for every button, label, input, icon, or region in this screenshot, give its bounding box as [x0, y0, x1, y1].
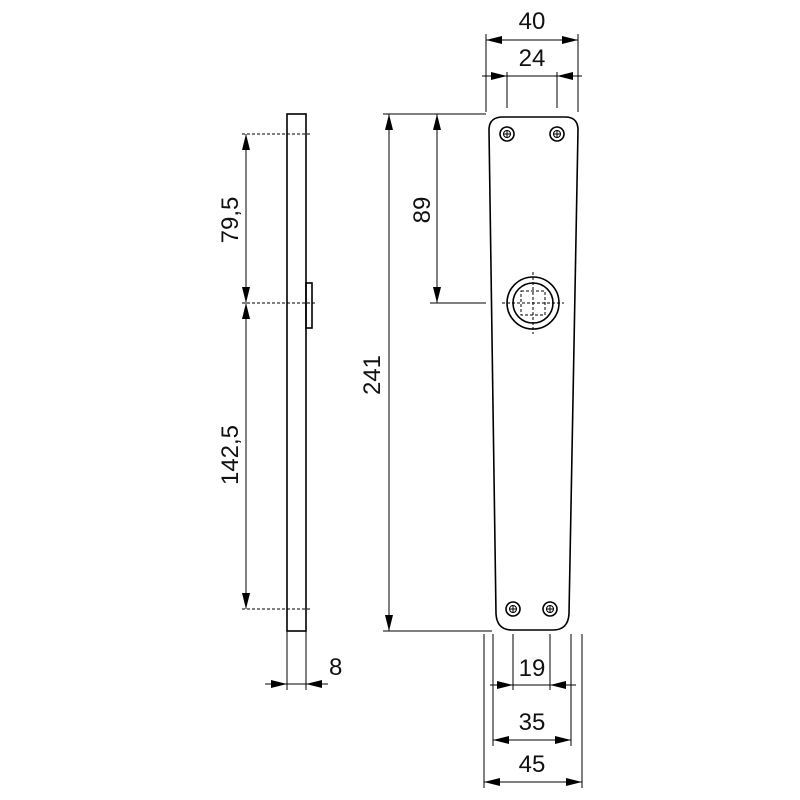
handle-rosette	[502, 272, 564, 334]
dim-35-label: 35	[519, 709, 546, 736]
dim-40-label: 40	[519, 8, 546, 35]
dim-142-5-arrow-top	[242, 303, 250, 319]
dim-241-arrow-top	[385, 114, 393, 130]
screw-hole-top-left	[499, 126, 515, 142]
dim-89-arrow-top	[433, 114, 441, 130]
dim-79-5-arrow-bottom	[242, 287, 250, 303]
dim-79-5-label: 79,5	[217, 197, 244, 244]
dim-19-arrow-left	[497, 681, 513, 689]
dim-241-arrow-bottom	[385, 615, 393, 631]
dim-24-label: 24	[519, 45, 546, 72]
dim-142-5-label: 142,5	[217, 425, 244, 485]
dim-40-arrow-left	[486, 36, 502, 44]
dim-142-5-arrow-bottom	[242, 593, 250, 609]
dim-8-arrow-left	[271, 680, 287, 688]
side-rose-protrusion	[305, 282, 313, 329]
dim-35-arrow-right	[555, 736, 571, 744]
dim-24-arrow-left	[491, 72, 507, 80]
dim-19-arrow-right	[550, 681, 566, 689]
dim-40-arrow-right	[562, 36, 578, 44]
front-plate-outline	[488, 116, 579, 631]
dim-241-label: 241	[359, 355, 386, 395]
dim-79-5-arrow-top	[242, 134, 250, 150]
dim-35-arrow-left	[493, 736, 509, 744]
screw-hole-top-right	[549, 126, 565, 142]
dim-45-arrow-right	[566, 778, 582, 786]
dim-19-label: 19	[519, 655, 546, 682]
screw-hole-bottom-left	[505, 601, 521, 617]
screw-hole-bottom-right	[542, 601, 558, 617]
dim-8-label: 8	[329, 654, 342, 681]
dim-89-arrow-bottom	[433, 287, 441, 303]
side-view: 79,5 142,5 8	[217, 113, 342, 690]
side-plate-outline	[286, 113, 307, 632]
dim-45-arrow-left	[484, 778, 500, 786]
dim-24-arrow-right	[557, 72, 573, 80]
front-view: 241 89 40 24 19	[359, 8, 583, 788]
dim-89-label: 89	[409, 197, 436, 224]
dim-8-arrow-right	[306, 680, 322, 688]
dim-45-label: 45	[519, 751, 546, 778]
